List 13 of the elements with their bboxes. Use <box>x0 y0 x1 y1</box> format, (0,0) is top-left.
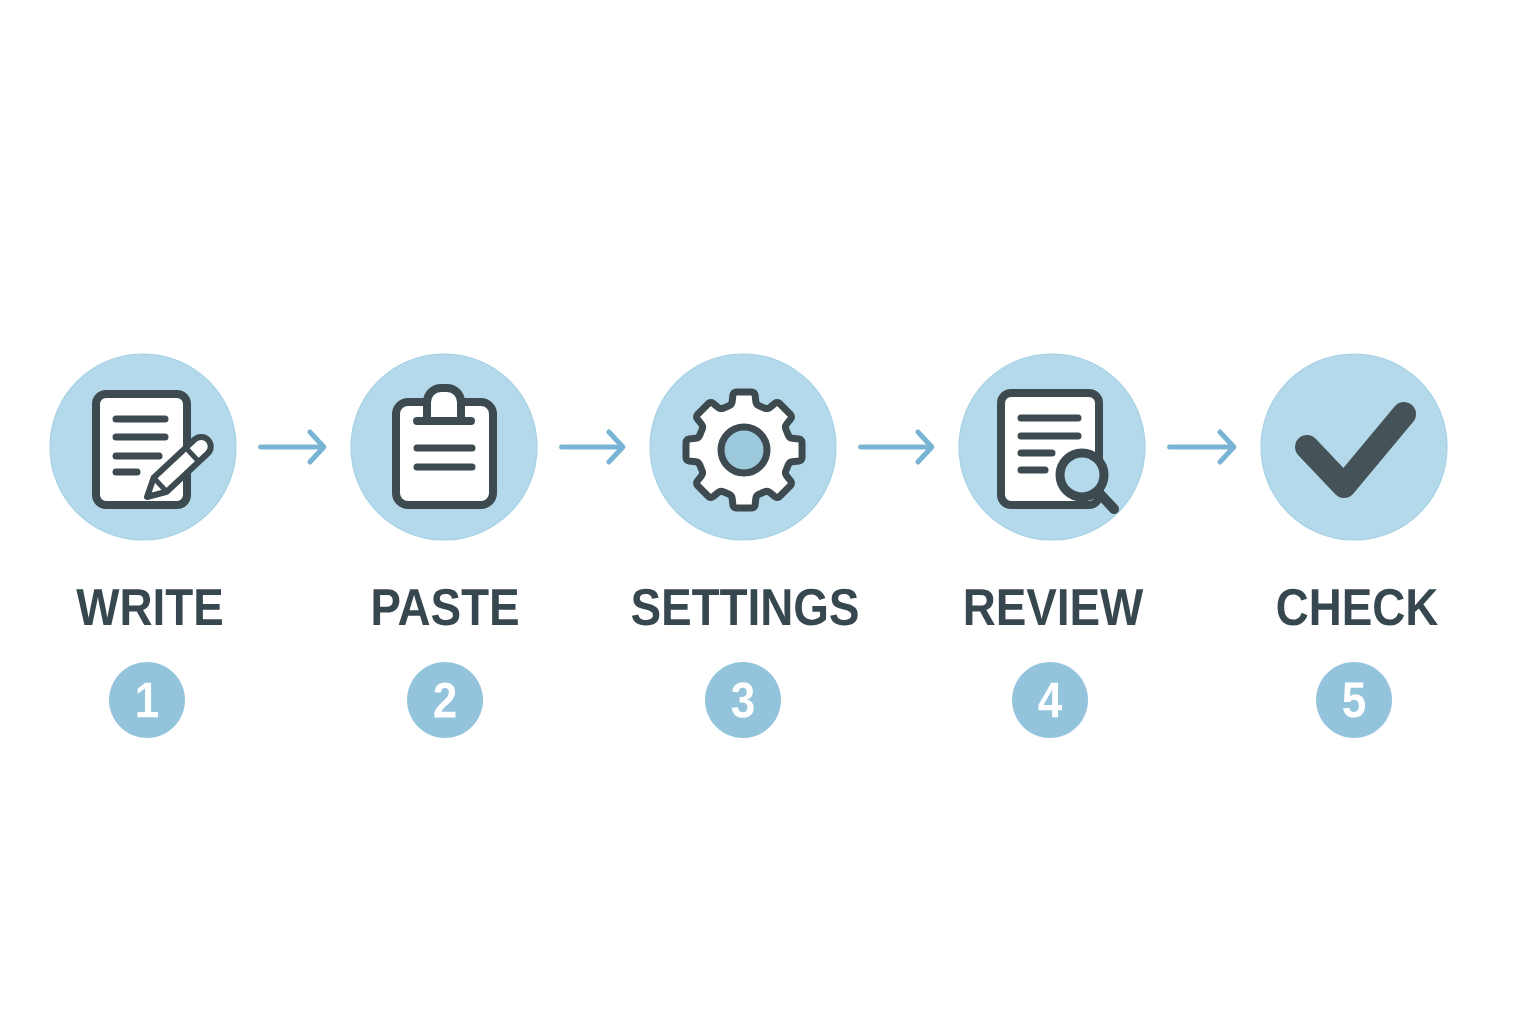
step-label: WRITE <box>76 589 222 625</box>
step-label: SETTINGS <box>631 588 858 626</box>
number-badge: 2 <box>407 662 483 738</box>
number-badge: 5 <box>1316 662 1392 738</box>
number-badge: 4 <box>1012 662 1088 738</box>
number-badge: 1 <box>109 662 185 738</box>
step-label: PASTE <box>373 588 518 626</box>
arrow <box>858 429 935 465</box>
step-label: CHECK <box>1277 588 1438 626</box>
step-label: REVIEW <box>965 589 1144 625</box>
arrow <box>258 429 327 465</box>
arrow <box>1167 429 1237 465</box>
number-badge: 3 <box>705 662 781 738</box>
